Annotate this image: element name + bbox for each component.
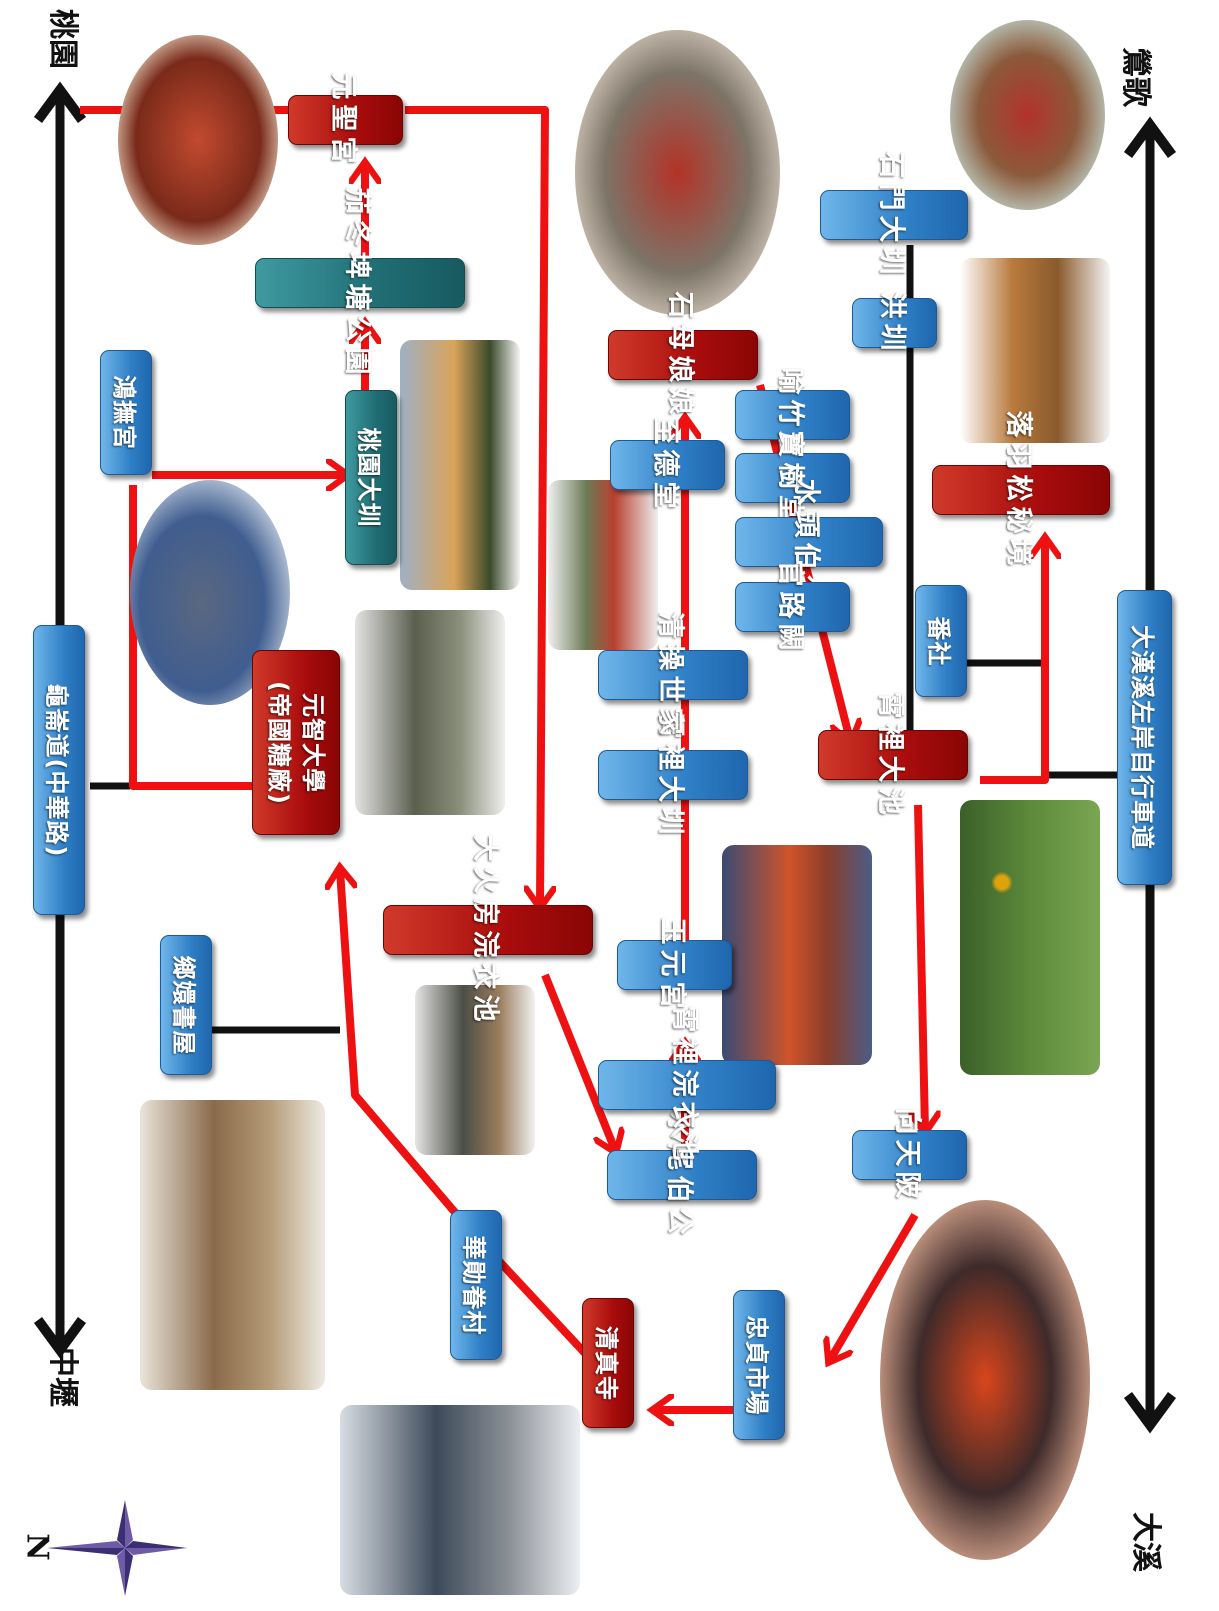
city-label-daxi: 大溪 — [1128, 1512, 1163, 1572]
place-bald-cypress-hideaway[interactable]: 落羽松秘境 — [932, 410, 1110, 570]
place-shimu-niangniang[interactable]: 石母娘娘 — [608, 291, 758, 419]
place-zhide-tang[interactable]: 至德堂 — [610, 417, 725, 513]
place-lili-canal[interactable]: 霄裡大圳 — [598, 711, 748, 839]
city-label-taoyuan: 桃園 — [45, 9, 80, 69]
place-fan-she[interactable]: 番社 — [915, 585, 967, 697]
place-hong-zhen[interactable]: 洪圳 — [852, 291, 937, 355]
photo-flower-field — [960, 800, 1100, 1075]
photo-yingge-sign — [950, 20, 1105, 210]
photo-bald-cypress — [960, 258, 1110, 443]
photo-sugar-factory — [355, 610, 505, 815]
photo-washing-pool — [415, 985, 535, 1155]
place-lili-washing-pool[interactable]: 霄裡浣衣池 — [598, 1005, 776, 1165]
place-mosque[interactable]: 清真寺 — [582, 1298, 634, 1428]
photo-temple-courtyard — [575, 30, 780, 315]
photo-ethnic-dancers — [880, 1200, 1090, 1560]
photo-mosque-building — [340, 1405, 580, 1595]
place-yuzhu-ju[interactable]: 喻竹居 — [735, 367, 850, 463]
city-label-zhongli: 中壢 — [45, 1347, 80, 1407]
photo-taoyuan-canal — [400, 340, 520, 590]
place-taoyuan-canal[interactable]: 桃園大圳 — [345, 390, 397, 565]
place-yuansheng-gong[interactable]: 元聖宮 — [288, 72, 403, 168]
place-yuyuan-gong[interactable]: 玉元宮 — [617, 917, 732, 1013]
place-hongfu-gong[interactable]: 鴻撫宮 — [100, 350, 152, 475]
photo-bookhouse-interior — [140, 1100, 325, 1390]
compass-north-label: N — [19, 1533, 55, 1561]
place-guanlu-que[interactable]: 官路闕 — [735, 559, 850, 655]
place-shuitou-bogong[interactable]: 水頭伯公 — [735, 478, 883, 606]
road-label-left: 龜崙道(中華路) — [33, 625, 85, 915]
photo-ancestral-hall — [548, 480, 658, 650]
place-qingcao-family[interactable]: 清操世家 — [598, 611, 748, 739]
place-yuanze-university[interactable]: 元智大學(帝國糖廠) — [252, 650, 340, 835]
photo-yuansheng-temple — [118, 35, 278, 245]
red-routes — [80, 106, 1045, 1410]
place-huaxun-village[interactable]: 華勛眷村 — [450, 1210, 502, 1360]
compass-icon — [47, 1500, 187, 1596]
road-label-right: 大漢溪左岸自行車道 — [1117, 590, 1172, 885]
place-xiangtianpo[interactable]: 向天陂 — [852, 1107, 967, 1203]
place-baoshu-tang[interactable]: 寶樹堂 — [735, 430, 850, 526]
place-shuiwei-bogong[interactable]: 水尾伯公 — [607, 1111, 757, 1239]
place-dahuofang-washing-pool[interactable]: 大火房浣衣池 — [383, 834, 593, 1026]
place-zhongzhen-market[interactable]: 忠貞市場 — [733, 1290, 785, 1440]
place-fanghuan-bookhouse[interactable]: 鄉嬛書屋 — [160, 935, 212, 1075]
photo-sunset-pond — [722, 845, 872, 1065]
place-jiadong-pond-park[interactable]: 茄冬埤塘公園 — [255, 187, 465, 379]
place-lili-big-pond[interactable]: 霄裡大池 — [818, 691, 968, 819]
city-label-yingge: 鶯歌 — [1118, 47, 1153, 107]
place-shimen-canal[interactable]: 石門大圳 — [820, 151, 968, 279]
